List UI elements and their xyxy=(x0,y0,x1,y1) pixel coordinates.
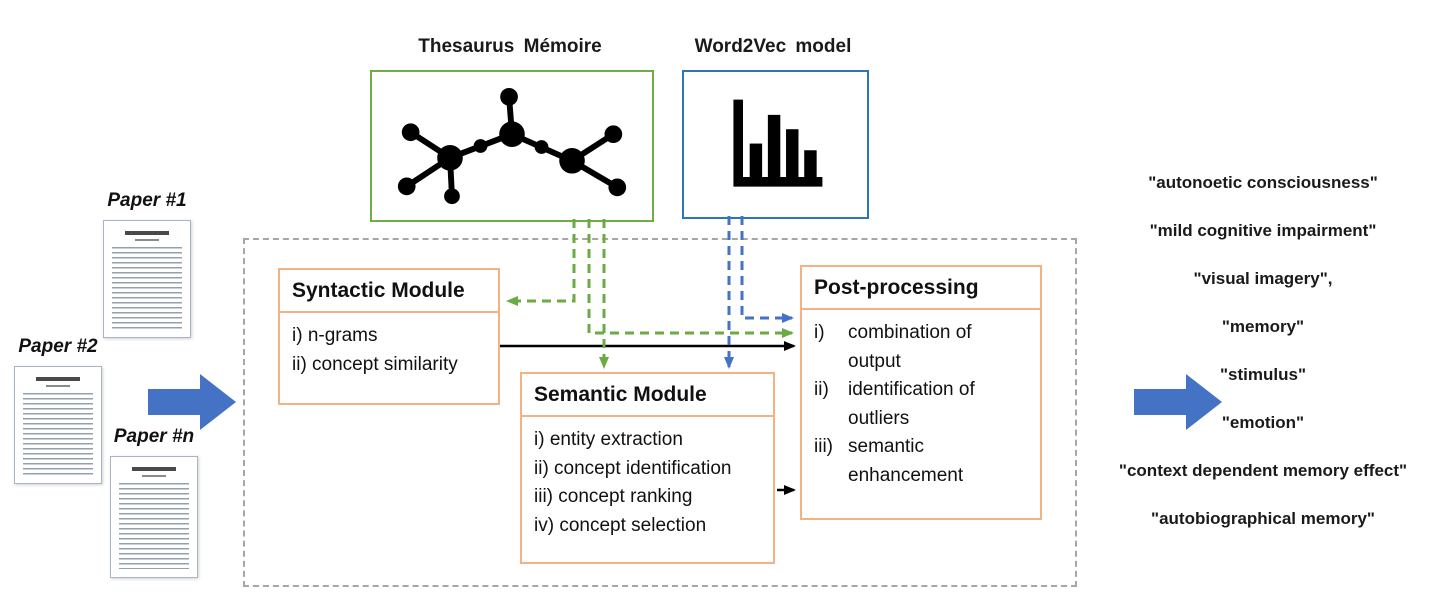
paper-title-line xyxy=(36,377,80,381)
output-terms-list: "autonoetic consciousness" "mild cogniti… xyxy=(1093,172,1433,556)
paper-1-thumbnail xyxy=(103,220,191,338)
post-processing-item: iii) semantic enhancement xyxy=(814,433,1028,490)
semantic-module: Semantic Module i) entity extraction ii)… xyxy=(520,372,775,564)
syntactic-module-item: i) n-grams xyxy=(292,325,378,346)
output-term: "autonoetic consciousness" xyxy=(1148,173,1378,192)
semantic-module-item: i) entity extraction xyxy=(534,429,683,450)
thesaurus-memoire-label: Thesaurus Mémoire xyxy=(418,36,602,57)
paper-subtitle-line xyxy=(46,385,70,387)
paper-subtitle-line xyxy=(142,475,166,477)
paper-text-lines xyxy=(112,247,182,329)
bar-chart-icon xyxy=(732,99,822,187)
output-term: "visual imagery", xyxy=(1193,269,1333,288)
post-processing-item: i) combination of output xyxy=(814,319,1028,376)
post-processing-item: ii) identification of outliers xyxy=(814,376,1028,433)
output-term: "stimulus" xyxy=(1219,365,1307,384)
paper-1-label: Paper #1 xyxy=(107,190,187,211)
semantic-module-item: iii) concept ranking xyxy=(534,486,693,507)
network-graph-icon xyxy=(397,87,627,204)
syntactic-module: Syntactic Module i) n-grams ii) concept … xyxy=(278,268,500,405)
item-text: identification of outliers xyxy=(848,379,975,429)
syntactic-module-title: Syntactic Module xyxy=(280,270,498,313)
paper-text-lines xyxy=(23,393,93,475)
output-term: "context dependent memory effect" xyxy=(1118,461,1408,480)
word2vec-label: Word2Vec model xyxy=(694,36,852,57)
item-text: combination of output xyxy=(848,322,972,372)
paper-2-thumbnail xyxy=(14,366,102,484)
output-term: "autobiographical memory" xyxy=(1151,509,1375,528)
thesaurus-memoire-box xyxy=(370,70,654,222)
paper-title-line xyxy=(132,467,176,471)
item-marker: ii) xyxy=(814,379,829,400)
semantic-module-item: iv) concept selection xyxy=(534,514,707,536)
output-term: "mild cognitive impairment" xyxy=(1149,221,1377,240)
paper-title-line xyxy=(125,231,169,235)
word2vec-box xyxy=(682,70,869,219)
post-processing-module: Post-processing i) combination of output… xyxy=(800,265,1042,520)
semantic-module-item: ii) concept identification xyxy=(534,457,732,479)
paper-2-label: Paper #2 xyxy=(18,336,98,357)
paper-n-label: Paper #n xyxy=(113,426,195,447)
paper-n-thumbnail xyxy=(110,456,198,578)
item-text: semantic enhancement xyxy=(848,436,964,486)
semantic-module-title: Semantic Module xyxy=(522,374,773,417)
paper-subtitle-line xyxy=(135,239,159,241)
item-marker: iii) xyxy=(814,436,833,457)
item-marker: i) xyxy=(814,322,825,343)
output-term: "emotion" xyxy=(1221,413,1305,432)
post-processing-module-title: Post-processing xyxy=(802,267,1040,310)
output-flow-arrow-icon xyxy=(1134,374,1222,430)
input-flow-arrow-icon xyxy=(148,374,236,430)
syntactic-module-item: ii) concept similarity xyxy=(292,353,458,375)
paper-text-lines xyxy=(119,483,189,569)
output-term: "memory" xyxy=(1221,317,1305,336)
